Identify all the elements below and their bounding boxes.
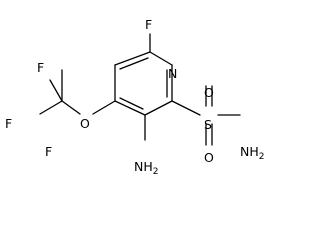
molecule-structure: F N F F F O S O O NH2 NH2	[5, 17, 264, 177]
atom-ring-n: N	[168, 66, 177, 81]
bond-c2-c3	[144, 100, 173, 116]
sulfonamide-nh-text: NH	[240, 144, 259, 159]
atom-ether-o: O	[80, 116, 90, 131]
bond-c5-c6-inner	[119, 57, 149, 70]
bond-c3-c4-inner	[119, 97, 144, 110]
atom-sulfonyl-s: S	[204, 117, 212, 132]
bond-cf3-f-left	[39, 100, 63, 115]
atom-cf3-f-top: F	[37, 60, 44, 75]
bond-o-cf3	[61, 100, 81, 115]
amino-subscript: 2	[153, 167, 159, 177]
bond-cf3-f-right	[49, 79, 63, 102]
bond-c3-c4	[114, 100, 146, 116]
bond-c2-s	[171, 100, 201, 116]
bond-c4-o	[92, 100, 116, 115]
atom-sulfonyl-o-bottom: O	[204, 150, 214, 165]
atom-fluoro-f: F	[145, 17, 152, 32]
atom-cf3-f-left: F	[5, 116, 12, 131]
bond-c6-n1	[149, 51, 173, 66]
atom-labels: F N F F F O S O O NH2 NH2	[5, 17, 264, 177]
sulfonamide-subscript: 2	[259, 152, 265, 162]
bond-c5-c6	[114, 51, 151, 66]
atom-sulfonamide-nh2: NH2	[240, 144, 264, 162]
atom-cf3-f-right: F	[45, 144, 52, 159]
atom-sulfonyl-o-top: O	[204, 85, 214, 100]
amino-nh-text: NH	[134, 159, 153, 174]
bonds	[39, 33, 241, 146]
atom-amino-nh2: NH2	[134, 159, 158, 177]
